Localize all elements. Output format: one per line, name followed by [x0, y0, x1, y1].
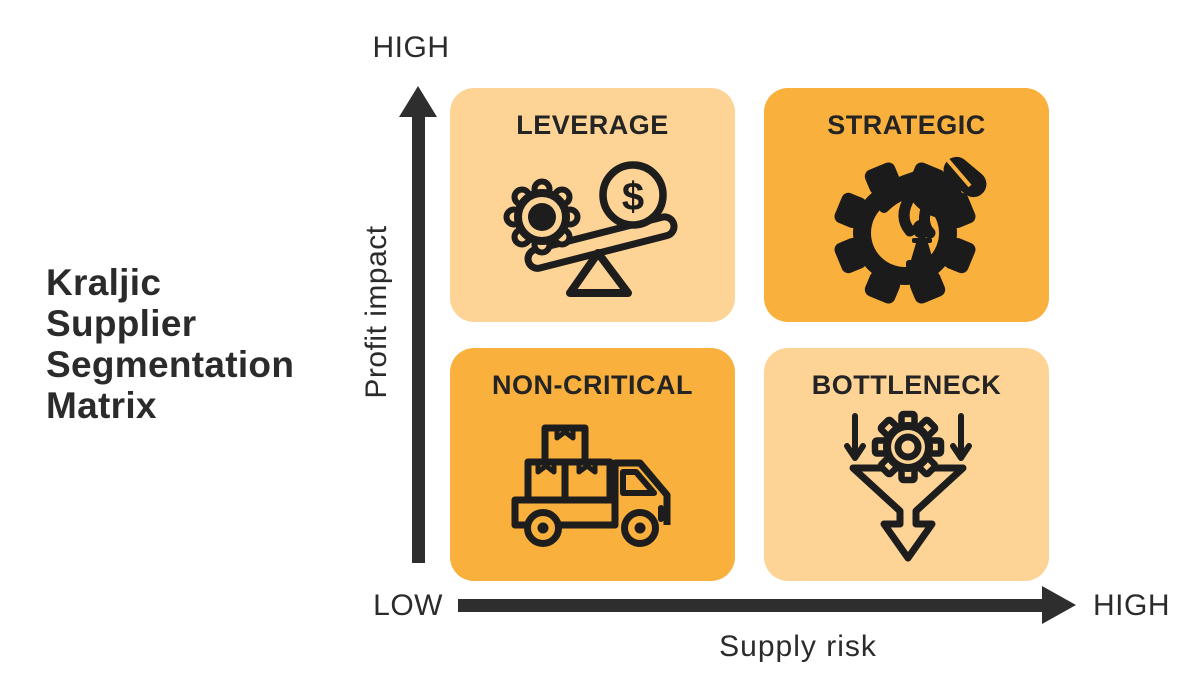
y-axis-high-label: HIGH	[372, 31, 450, 64]
quadrant-leverage-label: LEVERAGE	[516, 110, 669, 140]
quadrant-strategic: STRATEGIC	[764, 88, 1049, 322]
gear-icon	[503, 178, 581, 256]
wheel-icon	[621, 509, 659, 547]
funnel-arrow-shape	[849, 464, 967, 562]
quadrant-non-critical: NON-CRITICAL	[450, 348, 735, 581]
title-line-1: Kraljic	[46, 262, 162, 303]
dollar-coin-icon: $	[599, 161, 667, 229]
svg-text:$: $	[622, 175, 644, 219]
title-line-4: Matrix	[46, 385, 157, 426]
cargo-box-icon	[541, 424, 589, 466]
cargo-box-icon	[524, 458, 569, 504]
quadrant-strategic-label: STRATEGIC	[827, 110, 986, 140]
cargo-box-icon	[561, 458, 614, 504]
y-axis-arrowhead-icon	[399, 86, 437, 117]
quadrant-non-critical-label: NON-CRITICAL	[492, 370, 693, 400]
title-line-3: Segmentation	[46, 344, 295, 385]
gear-icon	[871, 410, 945, 484]
supply-risk-axis-label: Supply risk	[719, 630, 877, 663]
balance-scale-gear-dollar-icon: $	[503, 161, 678, 297]
fulcrum-triangle	[566, 249, 632, 297]
down-arrow-icon	[950, 413, 972, 461]
down-arrow-icon	[844, 413, 866, 461]
quadrant-bottleneck-label: BOTTLENECK	[811, 370, 1002, 400]
x-axis-low-label: LOW	[373, 589, 443, 622]
hand-icon	[870, 156, 987, 239]
wheel-icon	[524, 509, 562, 547]
funnel-gear-arrows-icon	[844, 410, 972, 562]
x-axis-high-label: HIGH	[1093, 589, 1170, 622]
title-line-2: Supplier	[46, 303, 197, 344]
page-title: Kraljic Supplier Segmentation Matrix	[46, 262, 294, 426]
seesaw-plank	[524, 213, 678, 272]
x-axis-arrowhead-icon	[1042, 586, 1076, 624]
quadrant-bottleneck: BOTTLENECK	[764, 348, 1049, 581]
x-axis-line	[458, 599, 1042, 612]
profit-impact-axis-label: Profit impact	[360, 225, 393, 399]
quadrant-leverage: LEVERAGE $	[450, 88, 735, 322]
hand-picking-chess-pawn-gear-icon	[834, 156, 987, 304]
delivery-truck-boxes-icon	[511, 424, 671, 547]
truck-cab	[611, 459, 671, 525]
y-axis-line	[412, 112, 425, 563]
